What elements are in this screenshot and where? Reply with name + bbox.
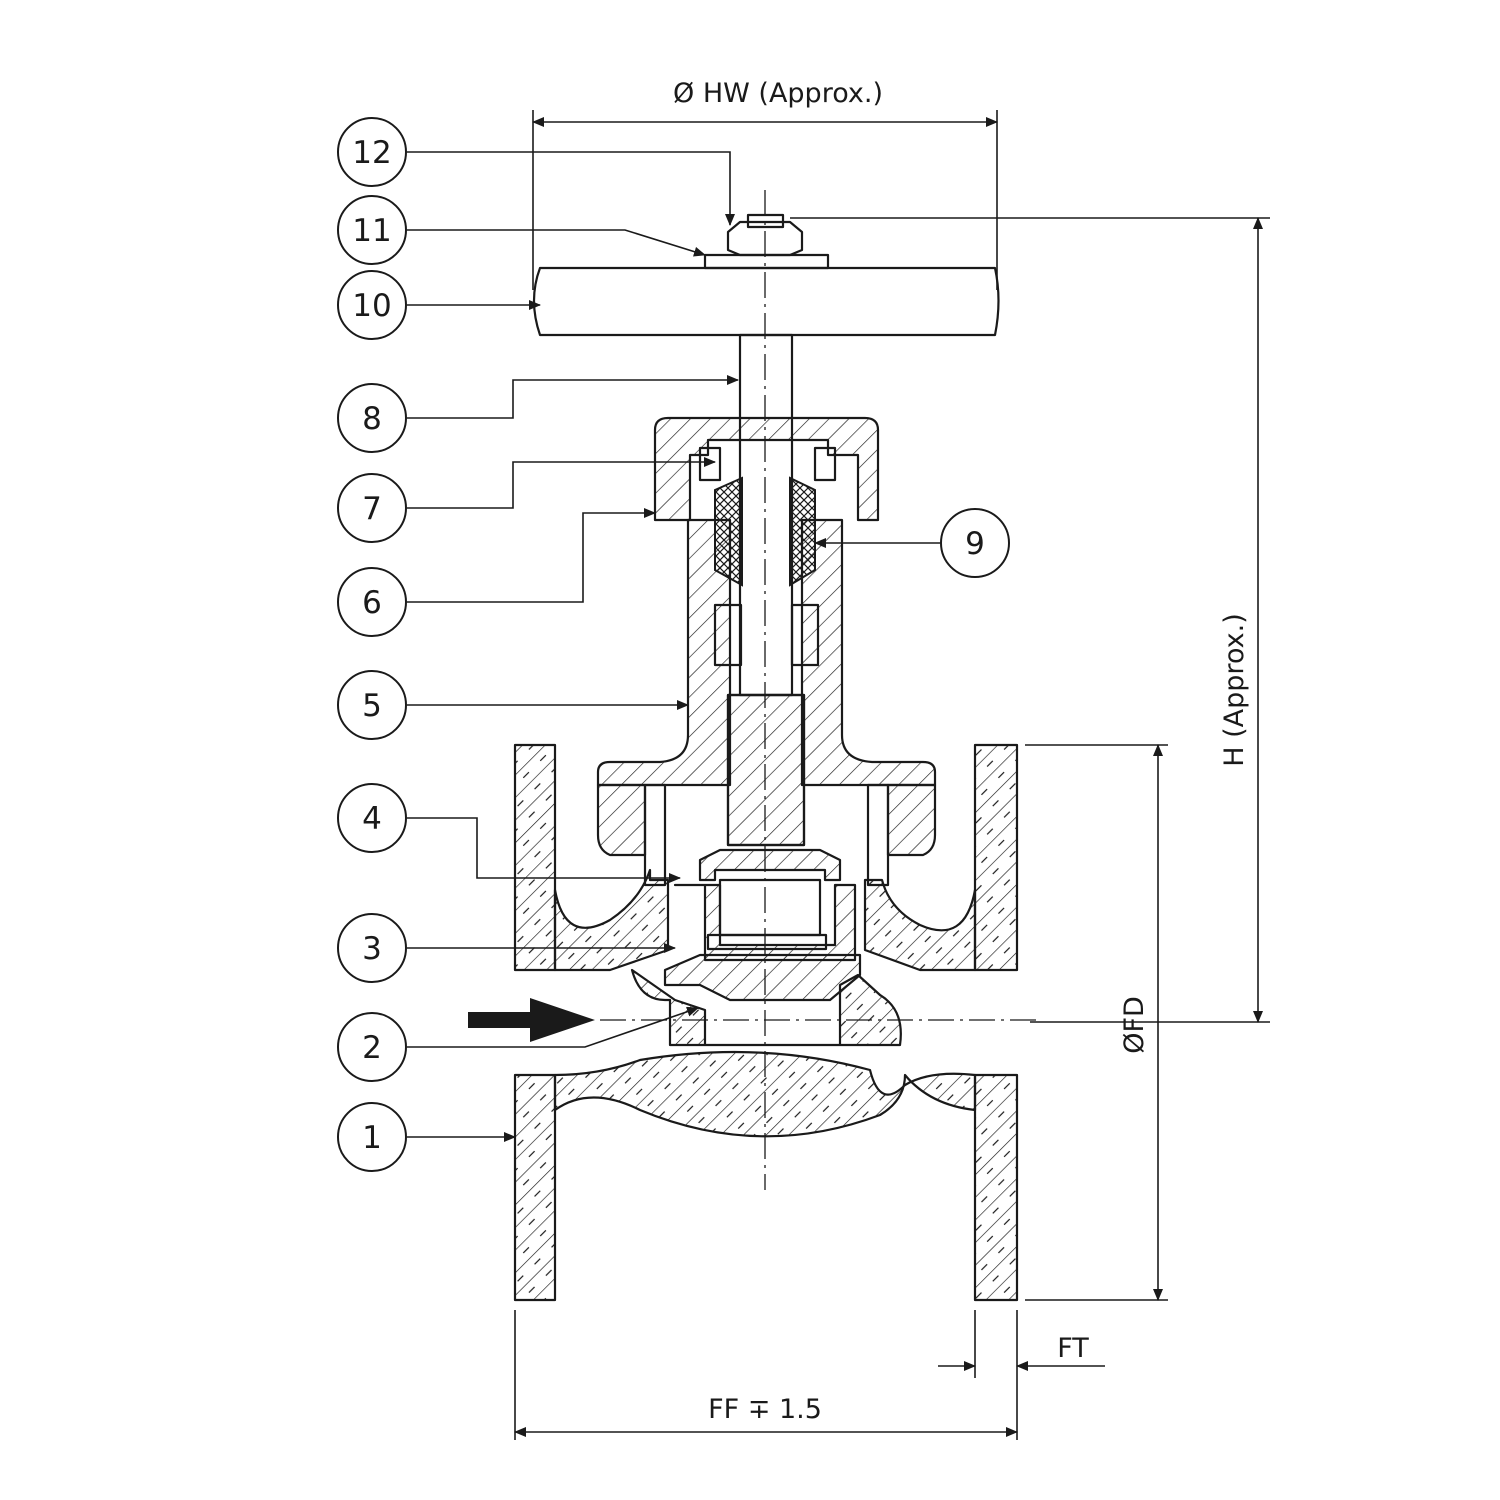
stem-packing xyxy=(714,476,743,587)
callout-4: 4 xyxy=(337,783,407,853)
callout-6: 6 xyxy=(337,567,407,637)
svg-text:9: 9 xyxy=(965,526,985,562)
callout-7: 7 xyxy=(337,473,407,543)
dimension-face-to-face-label: FF ∓ 1.5 xyxy=(708,1394,822,1425)
dimension-height-label: H (Approx.) xyxy=(1219,613,1250,766)
svg-text:5: 5 xyxy=(362,688,382,724)
callout-11: 11 xyxy=(337,195,407,265)
dimension-flange-thickness-label: FT xyxy=(1057,1333,1089,1364)
callout-12: 12 xyxy=(337,117,407,187)
flow-direction-arrow xyxy=(468,998,595,1042)
valve-body xyxy=(513,743,1019,1302)
callout-1: 1 xyxy=(337,1102,407,1172)
svg-text:8: 8 xyxy=(362,401,382,437)
callout-3: 3 xyxy=(337,913,407,983)
bonnet xyxy=(596,518,937,887)
svg-text:2: 2 xyxy=(362,1030,382,1066)
dimension-handwheel-label: Ø HW (Approx.) xyxy=(673,78,883,109)
svg-text:11: 11 xyxy=(352,213,391,249)
callout-8: 8 xyxy=(337,383,407,453)
callout-10: 10 xyxy=(337,270,407,340)
svg-text:1: 1 xyxy=(362,1120,382,1156)
callout-9: 9 xyxy=(940,508,1010,578)
svg-text:4: 4 xyxy=(362,801,382,837)
dimension-lines xyxy=(514,110,1270,1440)
dimension-flange-diameter-label: ØFD xyxy=(1119,996,1150,1054)
callout-5: 5 xyxy=(337,670,407,740)
svg-text:7: 7 xyxy=(362,491,382,527)
leader-lines xyxy=(407,151,940,1142)
svg-text:6: 6 xyxy=(362,585,382,621)
svg-text:3: 3 xyxy=(362,931,382,967)
callout-2: 2 xyxy=(337,1012,407,1082)
handwheel xyxy=(532,253,1000,337)
svg-text:10: 10 xyxy=(352,288,391,324)
svg-text:12: 12 xyxy=(352,135,391,171)
gland-nut xyxy=(653,416,880,522)
valve-disc xyxy=(663,848,862,1002)
